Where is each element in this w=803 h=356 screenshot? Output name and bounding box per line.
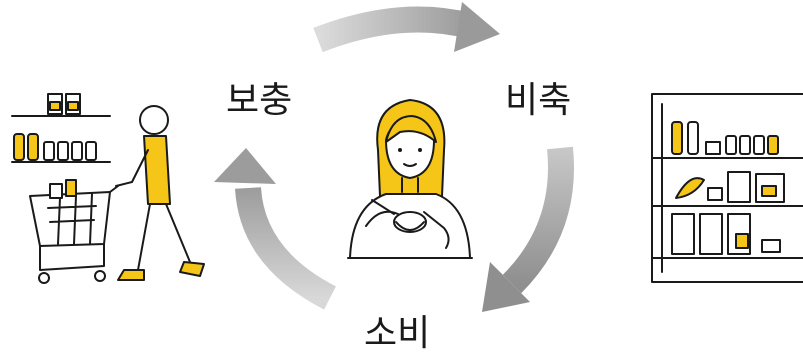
- stockpile-shelf-illustration: [651, 93, 803, 283]
- cycle-arrows: [214, 2, 574, 312]
- label-replenish: 보충: [226, 80, 292, 121]
- label-consume: 소비: [364, 313, 430, 354]
- shopping-person-illustration: [11, 93, 205, 284]
- arrow-top: [313, 2, 500, 53]
- arrow-left: [214, 148, 337, 310]
- eating-woman-illustration: [347, 99, 473, 259]
- arrow-right: [482, 146, 574, 312]
- label-stockpile: 비축: [505, 80, 571, 121]
